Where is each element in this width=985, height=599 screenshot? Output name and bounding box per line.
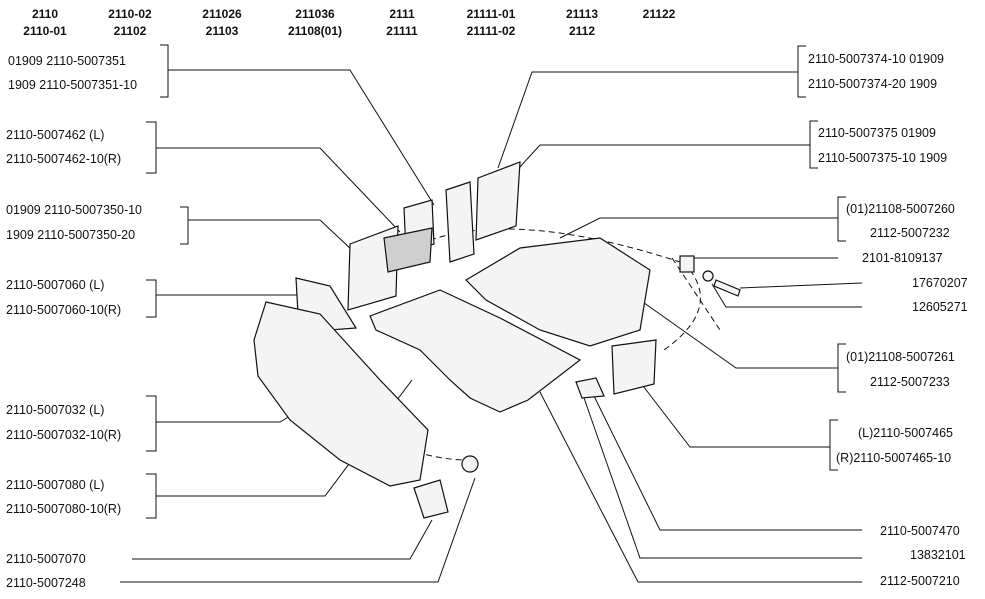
- model-code: 211036: [295, 7, 335, 21]
- model-code: 21111-02: [466, 24, 516, 38]
- bracket-right-5: [829, 419, 838, 471]
- model-code: 21108(01): [287, 24, 343, 38]
- part-number-label: 12605271: [912, 300, 968, 314]
- model-col-5: 2111 21111: [357, 6, 447, 40]
- rear-floor-carpet: [465, 237, 651, 347]
- bracket-left-1: [160, 44, 169, 98]
- rear-panel-2: [475, 161, 521, 241]
- bracket-right-2: [809, 120, 818, 169]
- bracket-right-1: [797, 45, 806, 98]
- part-number-label: 2110-5007032 (L): [6, 403, 105, 417]
- dash-insulator: [253, 301, 429, 487]
- model-code: 21102: [113, 24, 147, 38]
- part-number-label: 13832101: [910, 548, 966, 562]
- model-code: 21111-01: [466, 7, 516, 21]
- part-number-label: 2112-5007233: [870, 375, 950, 389]
- model-code: 21111: [386, 24, 418, 38]
- part-number-label: 2110-5007375 01909: [818, 126, 936, 140]
- model-code: 2110: [31, 7, 59, 21]
- part-number-label: 17670207: [912, 276, 968, 290]
- part-number-label: 2110-5007462 (L): [6, 128, 105, 142]
- part-number-label: 2110-5007375-10 1909: [818, 151, 948, 165]
- part-number-label: (01)21108-5007260: [846, 202, 955, 216]
- part-number-label: 2110-5007374-10 01909: [808, 52, 945, 66]
- model-col-7: 21113 2112: [537, 6, 627, 40]
- side-trim: [611, 339, 657, 395]
- bracket-left-3: [180, 206, 189, 245]
- part-number-label: 2110-5007070: [6, 552, 86, 566]
- washer: [702, 270, 714, 282]
- part-number-label: 2110-5007374-20 1909: [808, 77, 938, 91]
- clip: [679, 255, 695, 273]
- bracket-right-4: [837, 343, 846, 393]
- part-number-label: 2101-8109137: [862, 251, 943, 265]
- part-number-label: 2110-5007060-10(R): [6, 303, 122, 317]
- part-number-label: 2112-5007210: [880, 574, 960, 588]
- model-col-2: 2110-02 21102: [85, 6, 175, 40]
- model-col-6: 21111-01 21111-02: [446, 6, 536, 40]
- part-number-label: 2110-5007080-10(R): [6, 502, 122, 516]
- model-code: 2110-02: [108, 7, 152, 21]
- part-number-label: 2110-5007032-10(R): [6, 428, 122, 442]
- part-number-label: 2112-5007232: [870, 226, 950, 240]
- part-number-label: 2110-5007248: [6, 576, 86, 590]
- model-col-4: 211036 21108(01): [270, 6, 360, 40]
- model-code: 2110-01: [23, 24, 67, 38]
- model-col-3: 211026 21103: [177, 6, 267, 40]
- model-code: 21103: [205, 24, 239, 38]
- model-code: 211026: [202, 7, 242, 21]
- screw: [713, 279, 741, 297]
- part-number-label: 2110-5007080 (L): [6, 478, 105, 492]
- insulation-pad: [383, 227, 433, 273]
- bracket-left-5: [146, 395, 157, 452]
- front-floor-carpet: [369, 289, 582, 413]
- model-code: 2112: [568, 24, 596, 38]
- part-number-label: (01)21108-5007261: [846, 350, 955, 364]
- part-number-label: 1909 2110-5007351-10: [8, 78, 138, 92]
- model-code: 21122: [642, 7, 676, 21]
- bracket-right-3: [837, 196, 846, 242]
- model-col-1: 2110 2110-01: [0, 6, 90, 40]
- part-number-label: 01909 2110-5007351: [8, 54, 126, 68]
- floor-clip-pad: [413, 479, 449, 519]
- bracket-left-6: [146, 473, 157, 519]
- model-col-8: 21122: [614, 6, 704, 23]
- plug: [461, 455, 479, 473]
- rear-panel-1: [445, 181, 475, 263]
- part-number-label: 2110-5007462-10(R): [6, 152, 122, 166]
- bracket-left-2: [146, 121, 157, 174]
- model-code: 2111: [389, 7, 415, 21]
- part-number-label: 1909 2110-5007350-20: [6, 228, 136, 242]
- part-number-label: 2110-5007060 (L): [6, 278, 105, 292]
- part-number-label: 2110-5007470: [880, 524, 960, 538]
- model-code: 21113: [565, 7, 599, 21]
- part-number-label: (R)2110-5007465-10: [836, 451, 952, 465]
- part-number-label: (L)2110-5007465: [858, 426, 953, 440]
- bracket-left-4: [146, 279, 157, 318]
- bracket-clip: [575, 377, 605, 399]
- part-number-label: 01909 2110-5007350-10: [6, 203, 143, 217]
